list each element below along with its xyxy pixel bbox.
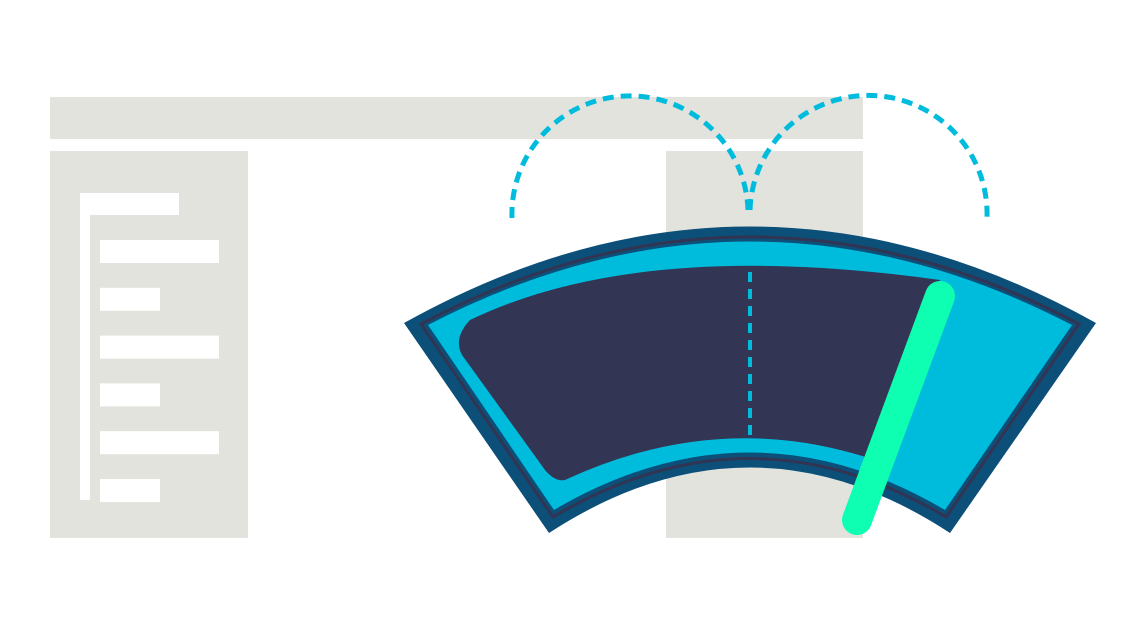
tree-item-bar: [100, 287, 160, 311]
gauge-needle-icon: [842, 281, 955, 535]
gauge-dial-face: [458, 265, 940, 481]
gauge-icon: [404, 226, 1096, 535]
gauge-inner-outline: [418, 235, 1082, 520]
tree-items: [100, 240, 219, 502]
tree-item-bar: [100, 479, 160, 502]
tree-item-bar: [100, 335, 219, 359]
tree-item-bar: [100, 431, 219, 455]
top-placeholder-bar: [50, 97, 863, 139]
tree-root-bar: [80, 193, 179, 215]
tree-spine: [80, 193, 90, 500]
tree-item-bar: [100, 383, 160, 407]
tree-item-bar: [100, 240, 219, 263]
dashed-arc-left: [509, 93, 751, 219]
outline-tree-icon: [80, 193, 219, 502]
dashed-arc-right: [747, 93, 990, 219]
